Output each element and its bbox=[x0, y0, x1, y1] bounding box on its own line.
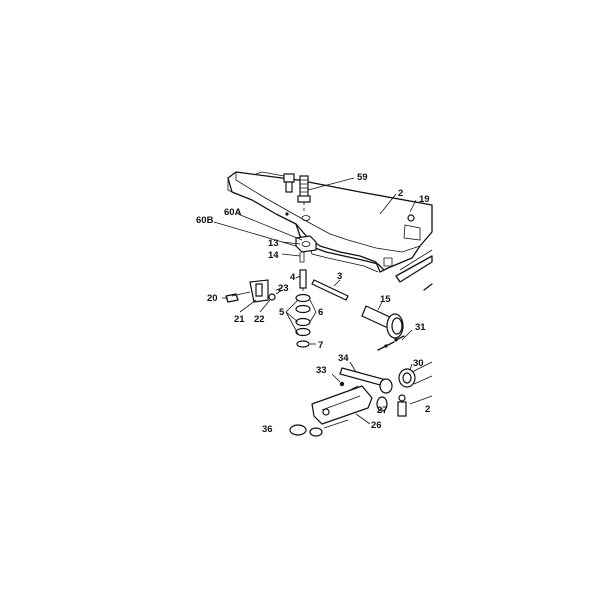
side-rail bbox=[395, 249, 433, 291]
bracket-60 bbox=[295, 235, 317, 263]
label-19: 19 bbox=[419, 194, 430, 205]
part-labels: 59 2 19 60A 60B 13 14 4 3 23 20 21 22 5 … bbox=[196, 172, 430, 435]
label-4: 4 bbox=[290, 272, 296, 283]
knob-15 bbox=[361, 305, 404, 339]
label-21: 21 bbox=[234, 314, 245, 325]
parts-30-27 bbox=[376, 361, 433, 417]
label-15: 15 bbox=[380, 294, 391, 305]
label-2: 2 bbox=[398, 188, 403, 199]
label-26: 26 bbox=[371, 420, 382, 431]
stud-4-stack bbox=[295, 269, 311, 348]
label-59: 59 bbox=[357, 172, 368, 183]
stud-59 bbox=[297, 175, 311, 214]
label-31: 31 bbox=[415, 322, 426, 333]
carriage-26 bbox=[289, 381, 373, 437]
label-36: 36 bbox=[262, 424, 273, 435]
label-33: 33 bbox=[316, 365, 327, 376]
lower-bracket bbox=[225, 279, 283, 303]
bolt-top-left bbox=[255, 171, 295, 193]
label-23: 23 bbox=[278, 283, 289, 294]
label-22: 22 bbox=[254, 314, 265, 325]
label-14: 14 bbox=[268, 250, 279, 261]
label-5: 5 bbox=[279, 307, 285, 318]
label-60b: 60B bbox=[196, 215, 214, 226]
leader-lines bbox=[213, 177, 417, 425]
label-30: 30 bbox=[413, 358, 424, 369]
label-7: 7 bbox=[318, 340, 323, 351]
label-27: 27 bbox=[377, 405, 388, 416]
rod-3 bbox=[311, 279, 349, 301]
label-3: 3 bbox=[337, 271, 342, 282]
label-34: 34 bbox=[338, 353, 349, 364]
label-6: 6 bbox=[318, 307, 323, 318]
label-20: 20 bbox=[207, 293, 218, 304]
label-13: 13 bbox=[268, 238, 279, 249]
label-60a: 60A bbox=[224, 207, 242, 218]
label-28: 2 bbox=[425, 404, 430, 415]
bar-34 bbox=[339, 367, 387, 387]
screws-31 bbox=[377, 335, 405, 351]
